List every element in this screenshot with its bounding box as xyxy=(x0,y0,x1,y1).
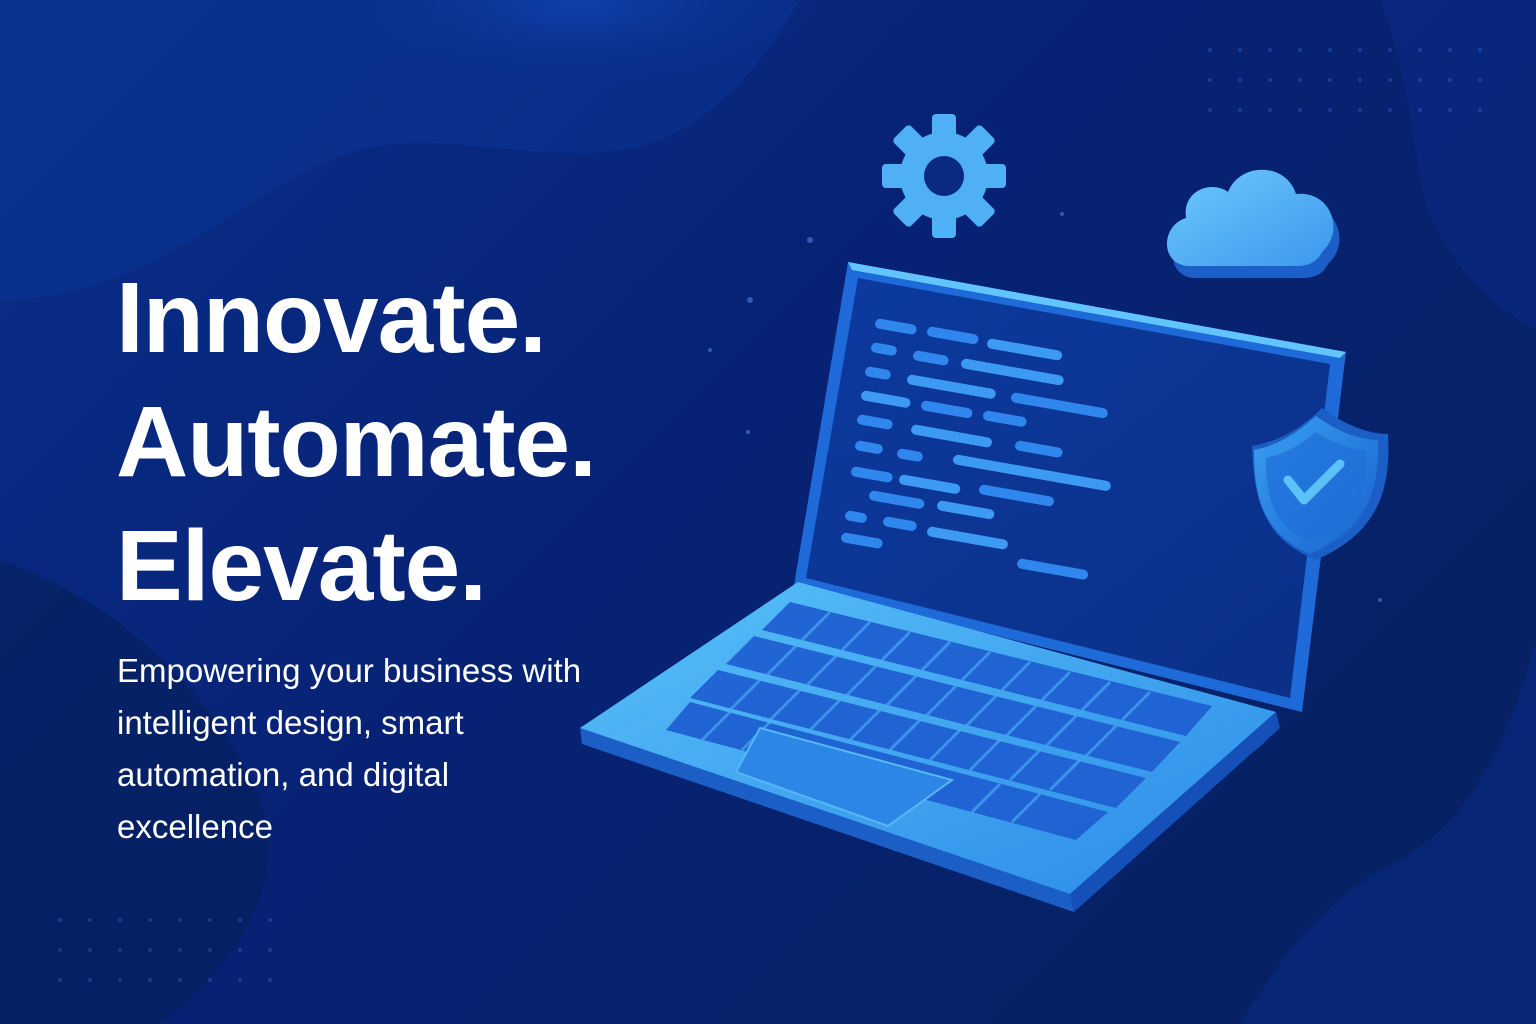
shield-check-icon xyxy=(1252,408,1389,560)
headline: Innovate. Automate. Elevate. xyxy=(116,256,597,628)
headline-line-2: Automate. xyxy=(116,386,597,498)
laptop-icon xyxy=(580,262,1346,912)
headline-line-3: Elevate. xyxy=(116,510,487,622)
tagline: Empowering your business with intelligen… xyxy=(117,652,582,845)
code-lines xyxy=(841,318,1111,580)
headline-line-1: Innovate. xyxy=(116,262,547,374)
trackpad xyxy=(734,726,955,828)
cloud-icon xyxy=(1166,169,1340,278)
gear-icon xyxy=(882,114,1006,238)
